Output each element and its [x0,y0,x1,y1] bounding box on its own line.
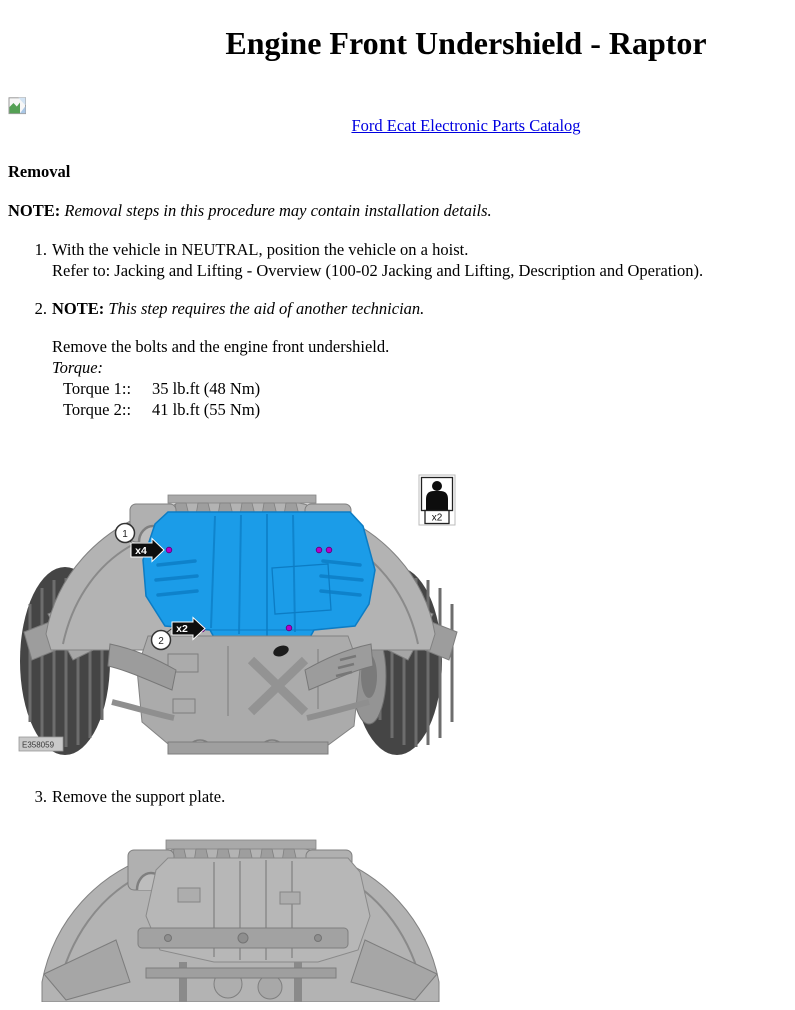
callout-1-number: 1 [122,529,128,540]
step-2-note: NOTE: This step requires the aid of anot… [52,298,787,319]
page-title: Engine Front Undershield - Raptor [225,25,707,61]
step-1-line-2: Refer to: Jacking and Lifting - Overview… [52,261,704,280]
catalog-link-row: Ford Ecat Electronic Parts Catalog [8,97,795,136]
broken-image-icon [8,97,26,115]
step-2-body: Remove the bolts and the engine front un… [52,337,390,356]
torque-2-name: Torque 2:: [63,400,132,419]
callout-2: 2 x2 [150,616,206,651]
step-list: 1. With the vehicle in NEUTRAL, position… [8,239,787,420]
technician-icon [426,481,448,510]
step-1: 1. With the vehicle in NEUTRAL, position… [8,239,787,281]
technician-count-label: x2 [432,513,443,524]
callout-2-number: 2 [158,636,164,647]
figure-support-plate [41,839,440,1002]
engine-undercarriage [136,635,361,755]
catalog-link-label: Ford Ecat Electronic Parts Catalog [351,116,581,135]
bolt-count-arrow-x4 [130,537,165,563]
figure-code: E358059 [18,736,64,752]
note-label: NOTE: [52,299,105,318]
torque-1-value: 35 lb.ft (48 Nm) [152,379,261,398]
figure-undershield-removal: 1 x4 2 x2 x2 E358059 [18,474,458,755]
figure-code-label: E358059 [22,741,55,750]
technician-count-badge: x2 [418,474,456,526]
note-text: This step requires the aid of another te… [108,299,425,318]
suspension-arms [107,643,374,721]
section-heading-removal: Removal [8,162,71,181]
step-3-line-1: Remove the support plate. [52,787,226,806]
torque-row-2: Torque 2:: 41 lb.ft (55 Nm) [52,399,787,420]
step-2-number: 2. [34,299,47,318]
bolt-count-arrow-x2 [171,616,206,641]
step-2: 2. NOTE: This step requires the aid of a… [8,298,787,420]
torque-1-name: Torque 1:: [63,379,132,398]
catalog-link[interactable]: Ford Ecat Electronic Parts Catalog [8,97,795,135]
support-plate-area [137,857,371,963]
note-label: NOTE: [8,201,61,220]
callout-1: 1 x4 [114,522,165,563]
bolt-count-x4-label: x4 [135,545,147,557]
procedure-note: NOTE: Removal steps in this procedure ma… [8,200,787,221]
step-list-continued: 3. Remove the support plate. [8,786,787,807]
step-1-line-1: With the vehicle in NEUTRAL, position th… [52,240,469,259]
torque-label: Torque: [52,358,104,377]
step-1-number: 1. [34,240,47,259]
note-text: Removal steps in this procedure may cont… [64,201,492,220]
bolt-count-x2-label: x2 [176,623,188,635]
undershield-highlighted [142,511,376,642]
step-3-number: 3. [34,787,47,806]
torque-row-1: Torque 1:: 35 lb.ft (48 Nm) [52,378,787,399]
torque-2-value: 41 lb.ft (55 Nm) [152,400,261,419]
step-3: 3. Remove the support plate. [8,786,787,807]
